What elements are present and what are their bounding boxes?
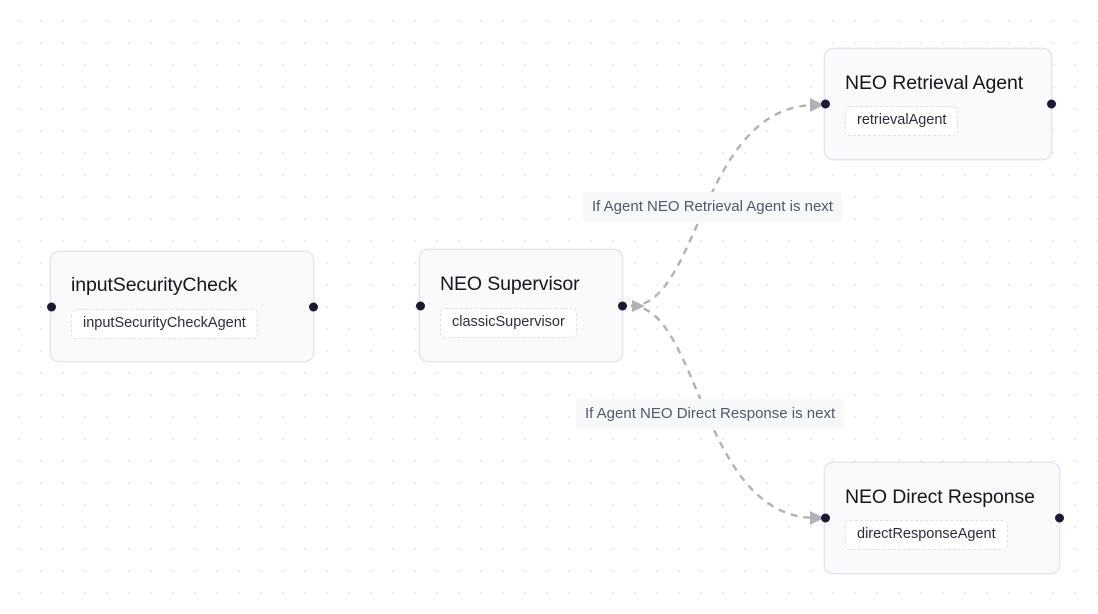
handle-source-neo-direct-response[interactable] (1054, 513, 1064, 523)
handle-target-neo-supervisor[interactable] (415, 301, 425, 310)
node-badge-neo-supervisor: classicSupervisor (440, 307, 577, 338)
handle-target-neo-retrieval-agent[interactable] (820, 99, 830, 109)
node-input-security-check[interactable]: inputSecurityCheck inputSecurityCheckAge… (46, 251, 318, 362)
handle-target-input-security-check[interactable] (46, 302, 56, 311)
node-badge-neo-retrieval-agent: retrievalAgent (845, 106, 959, 137)
edge-label-direct-response[interactable]: If Agent NEO Direct Response is next (576, 399, 845, 429)
edge-label-direct-response-text: If Agent NEO Direct Response is next (585, 405, 836, 422)
supervisor-output-marker-icon (632, 300, 645, 312)
node-badge-input-security-check: inputSecurityCheckAgent (71, 308, 258, 339)
node-badge-neo-direct-response: directResponseAgent (845, 520, 1008, 551)
handle-target-neo-direct-response[interactable] (820, 513, 830, 523)
handle-source-input-security-check[interactable] (308, 302, 318, 311)
node-neo-direct-response[interactable]: NEO Direct Response directResponseAgent (820, 462, 1064, 574)
handle-source-neo-retrieval-agent[interactable] (1046, 99, 1056, 109)
node-title-neo-retrieval-agent: NEO Retrieval Agent (845, 71, 1024, 94)
handle-source-neo-supervisor[interactable] (617, 301, 627, 310)
node-neo-supervisor[interactable]: NEO Supervisor classicSupervisor (415, 249, 627, 362)
edge-label-retrieval[interactable]: If Agent NEO Retrieval Agent is next (583, 192, 842, 222)
node-title-neo-direct-response: NEO Direct Response (845, 485, 1035, 508)
node-title-input-security-check: inputSecurityCheck (71, 274, 238, 297)
node-neo-retrieval-agent[interactable]: NEO Retrieval Agent retrievalAgent (820, 48, 1056, 160)
edge-label-retrieval-text: If Agent NEO Retrieval Agent is next (592, 198, 833, 215)
node-title-neo-supervisor: NEO Supervisor (440, 273, 580, 296)
